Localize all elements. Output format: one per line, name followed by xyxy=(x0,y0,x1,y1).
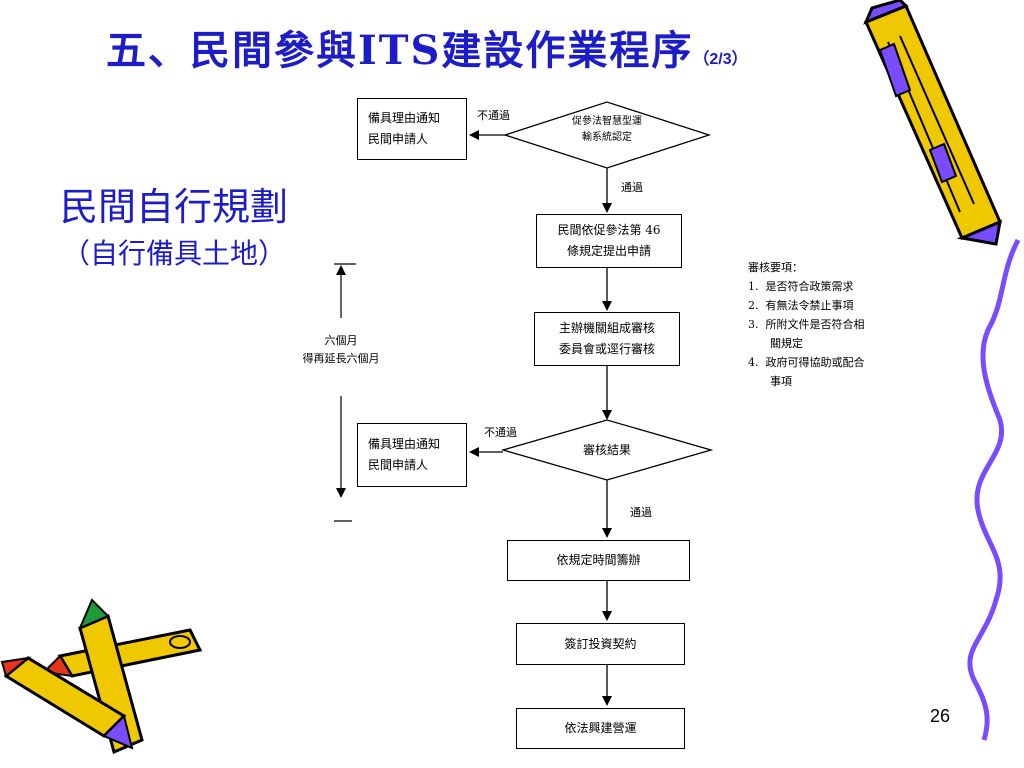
decision-diamond-2 xyxy=(500,419,714,481)
notify-applicant-box-2: 備具理由通知民間申請人 xyxy=(357,423,467,487)
note-num: 4. xyxy=(748,356,759,369)
application-box-line-2: 條規定提出申請 xyxy=(566,244,651,258)
contract-box: 簽訂投資契約 xyxy=(516,623,685,665)
note-text: 是否符合政策需求 xyxy=(765,280,854,293)
review-note-item: 1. 是否符合政策需求 xyxy=(748,277,918,296)
decision-2-text: 審核結果 xyxy=(582,443,631,457)
pencil-bottom-left-icon xyxy=(0,598,203,755)
notify-box-2-line-1: 備具理由通知 xyxy=(368,437,441,451)
committee-box-line-2: 委員會或逕行審核 xyxy=(558,342,655,356)
decision-1-line-1: 促參法智慧型運 xyxy=(572,116,642,127)
notify-applicant-box-1: 備具理由通知民間申請人 xyxy=(357,98,467,160)
reject-label-2: 不通過 xyxy=(484,426,517,439)
pass-label-2: 通過 xyxy=(630,506,652,519)
note-text: 所附文件是否符合相 xyxy=(765,318,865,331)
pencil-top-right-icon xyxy=(863,0,1002,246)
decision-1-text: 促參法智慧型運 輸系統認定 xyxy=(540,114,674,146)
review-note-item: 4. 政府可得協助或配合 xyxy=(748,353,918,372)
application-box-line-1: 民間依促參法第 46 xyxy=(557,223,661,237)
note-text: 政府可得協助或配合 xyxy=(765,356,865,369)
note-num: 3. xyxy=(748,318,759,331)
slide-title: 五、民間參與ITS建設作業程序（2/3） xyxy=(106,18,748,76)
operate-box: 依法興建營運 xyxy=(516,708,685,749)
review-notes: 審核要項： 1. 是否符合政策需求 2. 有無法令禁止事項 3. 所附文件是否符… xyxy=(748,258,918,391)
section-heading: 民間自行規劃 xyxy=(60,185,289,229)
page-number: 26 xyxy=(930,706,951,726)
slide-title-main: 五、民間參與ITS建設作業程序 xyxy=(106,27,694,74)
section-subheading: （自行備具土地） xyxy=(62,237,287,270)
timeline-line-2: 得再延長六個月 xyxy=(302,352,380,365)
application-box: 民間依促參法第 46 條規定提出申請 xyxy=(536,214,682,268)
prepare-box: 依規定時間籌辦 xyxy=(507,540,690,581)
decision-1-line-2: 輸系統認定 xyxy=(582,132,632,143)
review-note-item: 2. 有無法令禁止事項 xyxy=(748,296,918,315)
slide-title-suffix: （2/3） xyxy=(693,51,748,68)
decision-diamond-1 xyxy=(502,101,712,169)
notify-box-2-line-2: 民間申請人 xyxy=(368,458,429,472)
committee-box-line-1: 主辦機關組成審核 xyxy=(558,321,655,335)
note-text-cont: 事項 xyxy=(770,375,792,388)
note-text-cont: 關規定 xyxy=(770,337,803,350)
timeline-label: 六個月 得再延長六個月 xyxy=(296,332,386,368)
notify-box-1-line-2: 民間申請人 xyxy=(368,132,429,146)
note-num: 1. xyxy=(748,280,759,293)
pass-label-1: 通過 xyxy=(621,181,643,194)
note-text: 有無法令禁止事項 xyxy=(765,299,854,312)
squiggle-line-icon xyxy=(967,238,1021,741)
reject-label-1: 不通過 xyxy=(477,109,510,122)
timeline-line-1: 六個月 xyxy=(324,334,358,347)
review-notes-header: 審核要項： xyxy=(748,261,803,274)
notify-box-1-line-1: 備具理由通知 xyxy=(368,111,441,125)
review-committee-box: 主辦機關組成審核委員會或逕行審核 xyxy=(534,312,680,366)
review-note-item: 3. 所附文件是否符合相 xyxy=(748,315,918,334)
note-num: 2. xyxy=(748,299,759,312)
